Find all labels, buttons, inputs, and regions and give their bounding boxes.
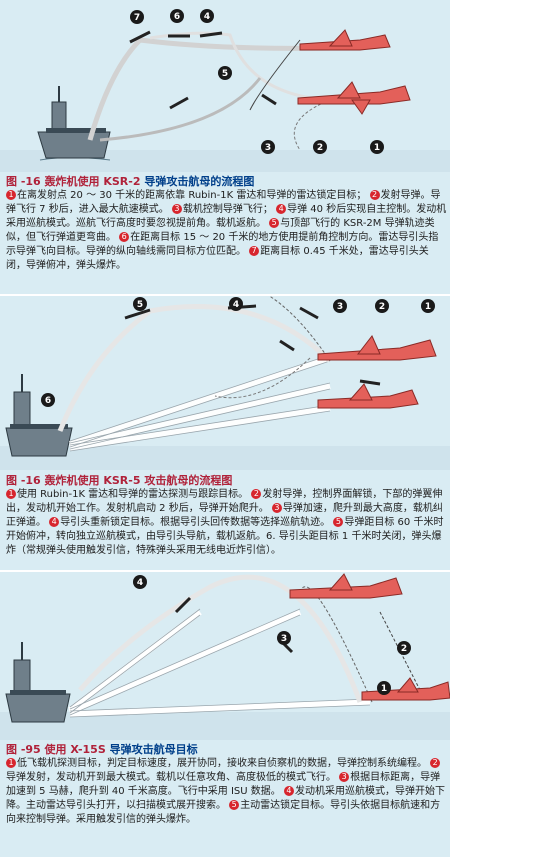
figure-3-title: 图 -95 使用 X-15S 导弹攻击航母目标 (6, 743, 198, 756)
figure-1-title: 图 -16 轰炸机使用 KSR-2 导弹攻击航母的流程图 (6, 175, 255, 188)
svg-text:2: 2 (379, 302, 385, 312)
bomber-icon (297, 29, 411, 115)
figure-3-markers: 4 3 2 1 (133, 575, 411, 695)
figure-1-markers: 7 6 4 5 3 2 1 (130, 9, 384, 154)
svg-text:3: 3 (337, 302, 343, 312)
aircraft-carrier-icon (5, 374, 73, 457)
svg-text:3: 3 (281, 634, 287, 644)
svg-text:1: 1 (381, 684, 387, 694)
svg-text:4: 4 (233, 300, 239, 310)
figure-1-panel: 7 6 4 5 3 2 1 图 -16 轰炸机使用 KSR-2 导弹攻击航母的流… (0, 0, 452, 294)
figure-2-diagram: 6 5 4 3 2 1 (0, 296, 452, 470)
svg-text:4: 4 (204, 12, 210, 22)
svg-text:2: 2 (401, 644, 407, 654)
bomber-icon (317, 335, 437, 409)
figure-2-panel: 6 5 4 3 2 1 图 -16 轰炸机使用 KSR-5 攻击航母的流程图 1… (0, 296, 452, 570)
aircraft-carrier-icon (37, 86, 111, 159)
aircraft-carrier-icon (5, 642, 71, 723)
figure-2-markers: 6 5 4 3 2 1 (41, 297, 435, 407)
svg-text:7: 7 (134, 13, 140, 23)
svg-text:6: 6 (45, 396, 51, 406)
bomber-icon (289, 573, 451, 701)
svg-text:3: 3 (265, 143, 271, 153)
svg-text:4: 4 (137, 578, 143, 588)
svg-text:1: 1 (374, 143, 380, 153)
figure-1-diagram: 7 6 4 5 3 2 1 (0, 9, 452, 172)
figure-3-diagram: 4 3 2 1 (0, 573, 452, 740)
svg-text:6: 6 (174, 12, 180, 22)
missile-icon (129, 30, 277, 110)
svg-text:1: 1 (425, 302, 431, 312)
missile-icon (124, 304, 381, 386)
svg-text:2: 2 (317, 143, 323, 153)
svg-text:5: 5 (222, 69, 228, 79)
figure-2-title: 图 -16 轰炸机使用 KSR-5 攻击航母的流程图 (6, 474, 233, 487)
right-margin (450, 0, 550, 857)
svg-text:5: 5 (137, 300, 143, 310)
